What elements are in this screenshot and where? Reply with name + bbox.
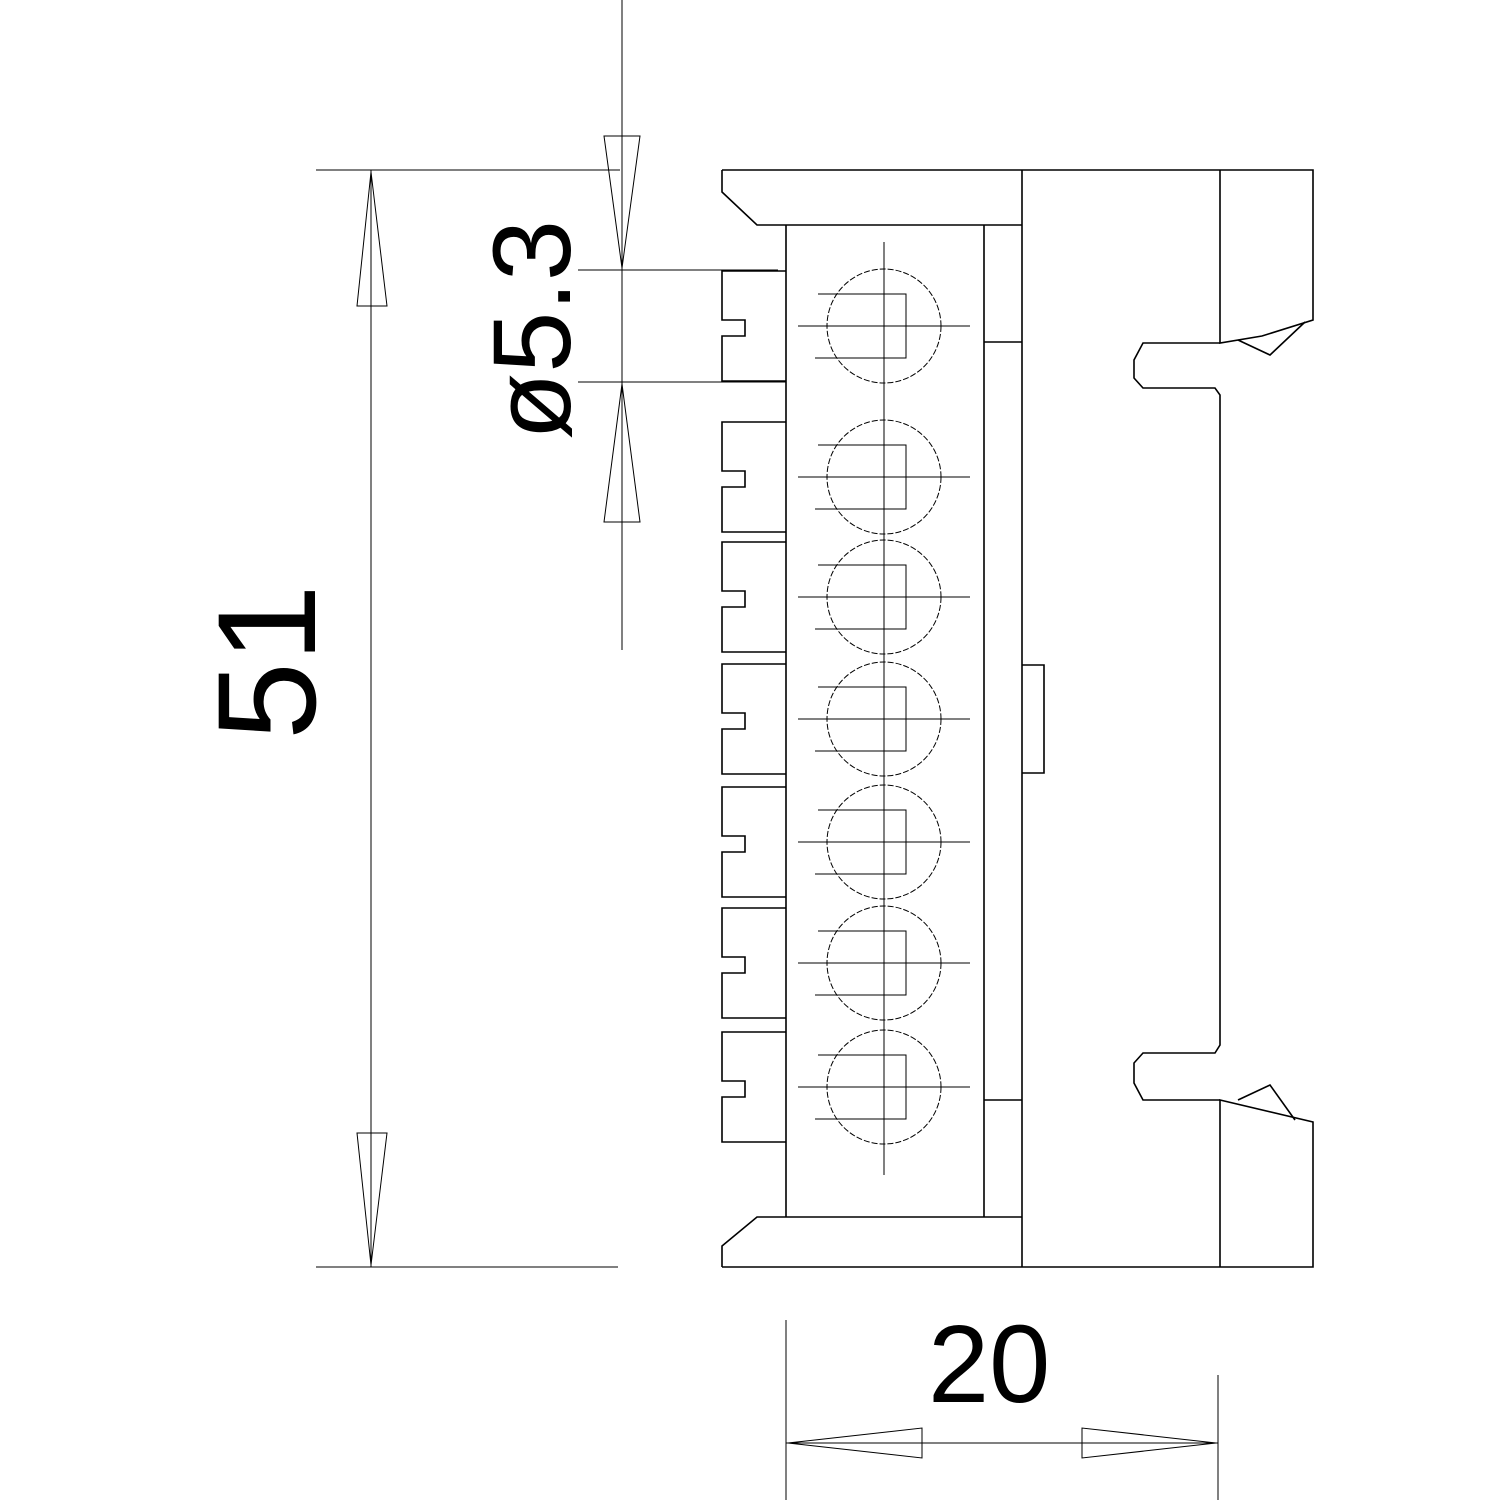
side-tab [721,663,786,775]
busbar-body [721,169,1314,1268]
terminal-hole [798,905,970,1021]
terminal-hole [798,661,970,777]
terminal-hole [798,1029,970,1145]
side-tabs [721,270,786,1143]
terminal-hole [798,268,970,384]
width-label: 20 [928,1303,1050,1426]
hole-diameter-dimension: ø5.3 [471,0,786,650]
height-label: 51 [188,584,345,740]
terminal-hole [798,539,970,655]
side-tab [721,907,786,1019]
height-dimension: 51 [188,169,620,1268]
side-tab [721,421,786,533]
side-tab [721,786,786,898]
width-dimension: 20 [785,1303,1219,1500]
side-tab [721,541,786,653]
terminal-holes [798,242,970,1175]
hole-diameter-label: ø5.3 [471,220,594,440]
terminal-hole [798,784,970,900]
side-tab [721,270,786,382]
terminal-hole [798,419,970,535]
side-tab [721,1031,786,1143]
